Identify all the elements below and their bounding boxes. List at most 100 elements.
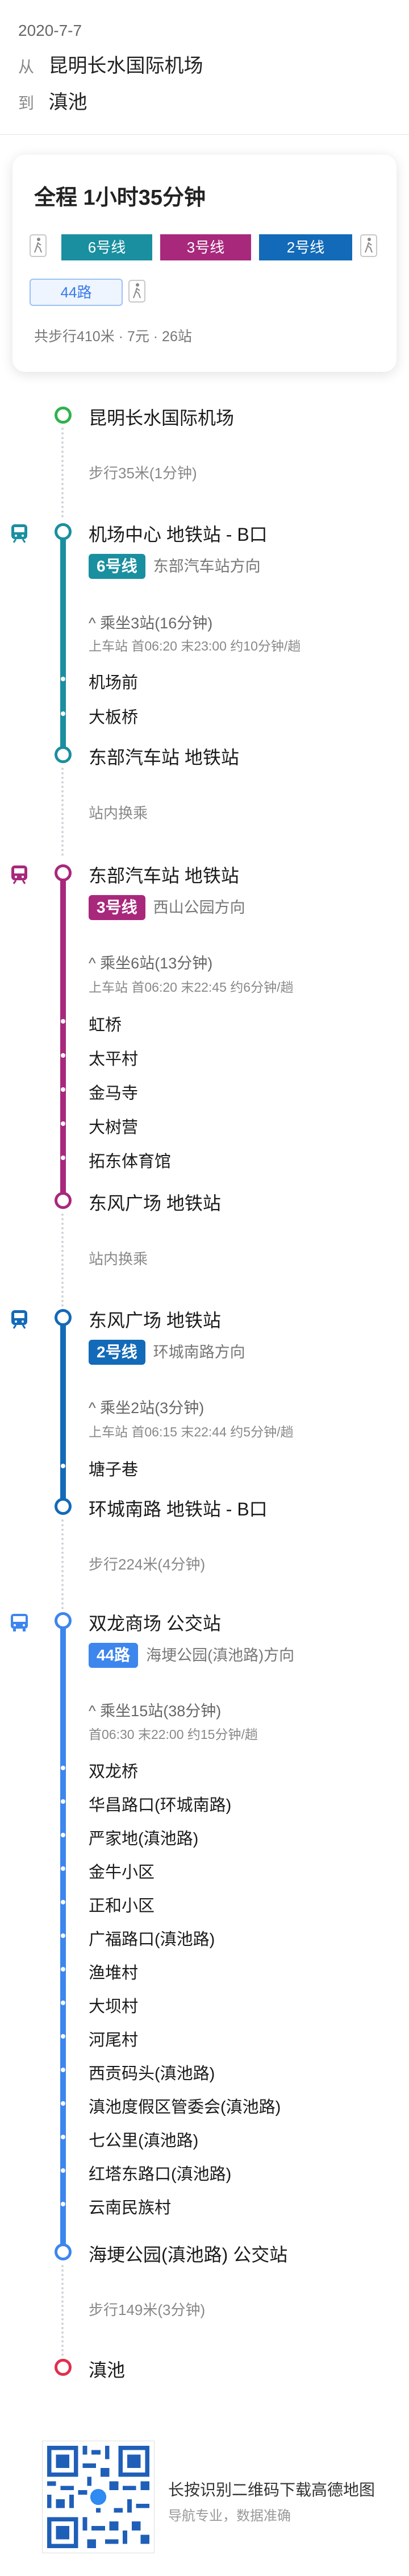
stop-dot [61, 2168, 65, 2173]
stop-dot [61, 1900, 65, 1904]
stop-name: 正和小区 [89, 1897, 155, 1915]
stop-name: 金马寺 [89, 1084, 139, 1103]
end-place: 滇池 [89, 2360, 126, 2380]
to-place: 滇池 [48, 92, 87, 113]
stop-name: 河尾村 [89, 2031, 139, 2049]
trip-summary: 共步行410米 · 7元 · 26站 [34, 329, 192, 345]
stop-name: 滇池度假区管委会(滇池路) [89, 2098, 281, 2117]
line-badge: 6号线 [89, 554, 145, 579]
walk-connector [61, 2265, 66, 2356]
line-3-track [60, 873, 66, 1200]
alight-station: 东风广场 地铁站 [89, 1193, 221, 1214]
ride-info: 乘坐2站(3分钟) [100, 1399, 204, 1417]
schedule: 上车站 首06:15 末22:44 约5分钟/趟 [89, 1424, 294, 1439]
direction: 环城南路方向 [153, 1344, 245, 1361]
alight-node [55, 1498, 72, 1515]
to-label: 到 [18, 94, 35, 112]
board-node [55, 523, 72, 540]
metro-icon [11, 524, 27, 543]
stop-dot [61, 2202, 65, 2206]
alight-station: 环城南路 地铁站 - B口 [89, 1499, 268, 1519]
from-place: 昆明长水国际机场 [48, 55, 203, 77]
line-info: 44路海埂公园(滇池路)方向 [89, 1643, 294, 1668]
start-place: 昆明长水国际机场 [89, 408, 235, 428]
stop-dot [61, 1156, 65, 1160]
alight-station: 东部汽车站 地铁站 [89, 747, 239, 768]
line-badge: 3号线 [89, 895, 145, 920]
stop-name: 云南民族村 [89, 2199, 172, 2217]
alight-node [55, 1192, 72, 1209]
end-node [55, 2359, 72, 2376]
stop-dot [61, 1933, 65, 1938]
ride-toggle[interactable]: ^ 乘坐3站(16分钟) [89, 615, 213, 632]
stop-dot [61, 711, 65, 716]
board-node [55, 1612, 72, 1629]
stop-name: 虹桥 [89, 1016, 122, 1034]
total-duration: 全程 1小时35分钟 [34, 186, 206, 210]
direction: 西山公园方向 [153, 899, 245, 916]
stop-dot [61, 2068, 65, 2072]
board-station: 东部汽车站 地铁站 [89, 865, 239, 886]
stop-name: 广福路口(滇池路) [89, 1931, 215, 1949]
board-station: 双龙商场 公交站 [89, 1613, 221, 1634]
stop-dot [61, 677, 65, 681]
stop-name: 大树营 [89, 1119, 139, 1137]
transfer-connector [61, 1214, 66, 1311]
stop-dot [61, 1087, 65, 1092]
download-tagline: 导航专业，数据准确 [168, 2508, 291, 2524]
line-badge: 2号线 [89, 1340, 145, 1365]
stop-dot [61, 1799, 65, 1804]
walk-1: 步行35米(1分钟) [89, 465, 197, 482]
stop-dot [61, 1766, 65, 1770]
segment-line-2: 2号线 [259, 234, 352, 260]
from-row: 从 昆明长水国际机场 [18, 50, 203, 78]
stop-name: 七公里(滇池路) [89, 2132, 199, 2150]
transfer-2: 站内换乘 [89, 1250, 148, 1268]
bus-icon [11, 1614, 28, 1631]
ride-toggle[interactable]: ^ 乘坐15站(38分钟) [89, 1703, 222, 1720]
board-station: 东风广场 地铁站 [89, 1310, 221, 1331]
line-info: 6号线东部汽车站方向 [89, 554, 261, 579]
walk-connector [61, 428, 66, 517]
transfer-1: 站内换乘 [89, 805, 148, 822]
stop-dot [61, 1833, 65, 1837]
alight-station: 海埂公园(滇池路) 公交站 [89, 2244, 288, 2265]
stop-name: 红塔东路口(滇池路) [89, 2165, 232, 2184]
start-node [55, 407, 72, 424]
direction: 东部汽车站方向 [153, 558, 261, 575]
stop-dot [61, 1121, 65, 1126]
route-summary-card[interactable]: 全程 1小时35分钟 6号线 3号线 2号线 44路 共步行410米 · 7元 … [12, 155, 397, 372]
board-node [55, 1309, 72, 1326]
segment-bus-44: 44路 [30, 279, 123, 306]
stop-dot [61, 2101, 65, 2106]
stop-dot [61, 1019, 65, 1024]
walk-icon [360, 234, 377, 257]
metro-icon [11, 865, 27, 884]
download-prompt: 长按识别二维码下载高德地图 [168, 2481, 375, 2499]
stop-name: 渔堆村 [89, 1964, 139, 1982]
schedule: 上车站 首06:20 末22:45 约6分钟/趟 [89, 980, 294, 995]
trip-date: 2020-7-7 [18, 22, 82, 39]
stop-name: 机场前 [89, 674, 139, 692]
alight-node [55, 746, 72, 763]
board-node [55, 864, 72, 881]
ride-info: 乘坐15站(38分钟) [100, 1703, 222, 1720]
ride-toggle[interactable]: ^ 乘坐6站(13分钟) [89, 955, 213, 972]
direction: 海埂公园(滇池路)方向 [146, 1647, 295, 1664]
walk-2: 步行224米(4分钟) [89, 1556, 206, 1573]
stop-name: 双龙桥 [89, 1763, 139, 1781]
ride-toggle[interactable]: ^ 乘坐2站(3分钟) [89, 1399, 204, 1417]
qr-code[interactable] [42, 2441, 155, 2553]
stop-dot [61, 1967, 65, 1972]
stop-dot [61, 1053, 65, 1058]
line-info: 3号线西山公园方向 [89, 895, 245, 920]
line-info: 2号线环城南路方向 [89, 1340, 245, 1365]
transfer-connector [61, 768, 66, 856]
segment-line-3: 3号线 [160, 234, 251, 260]
walk-connector [61, 1519, 66, 1609]
ride-info: 乘坐3站(16分钟) [100, 615, 213, 632]
to-row: 到 滇池 [18, 86, 87, 114]
line-badge: 44路 [89, 1643, 139, 1668]
stop-name: 太平村 [89, 1050, 139, 1068]
